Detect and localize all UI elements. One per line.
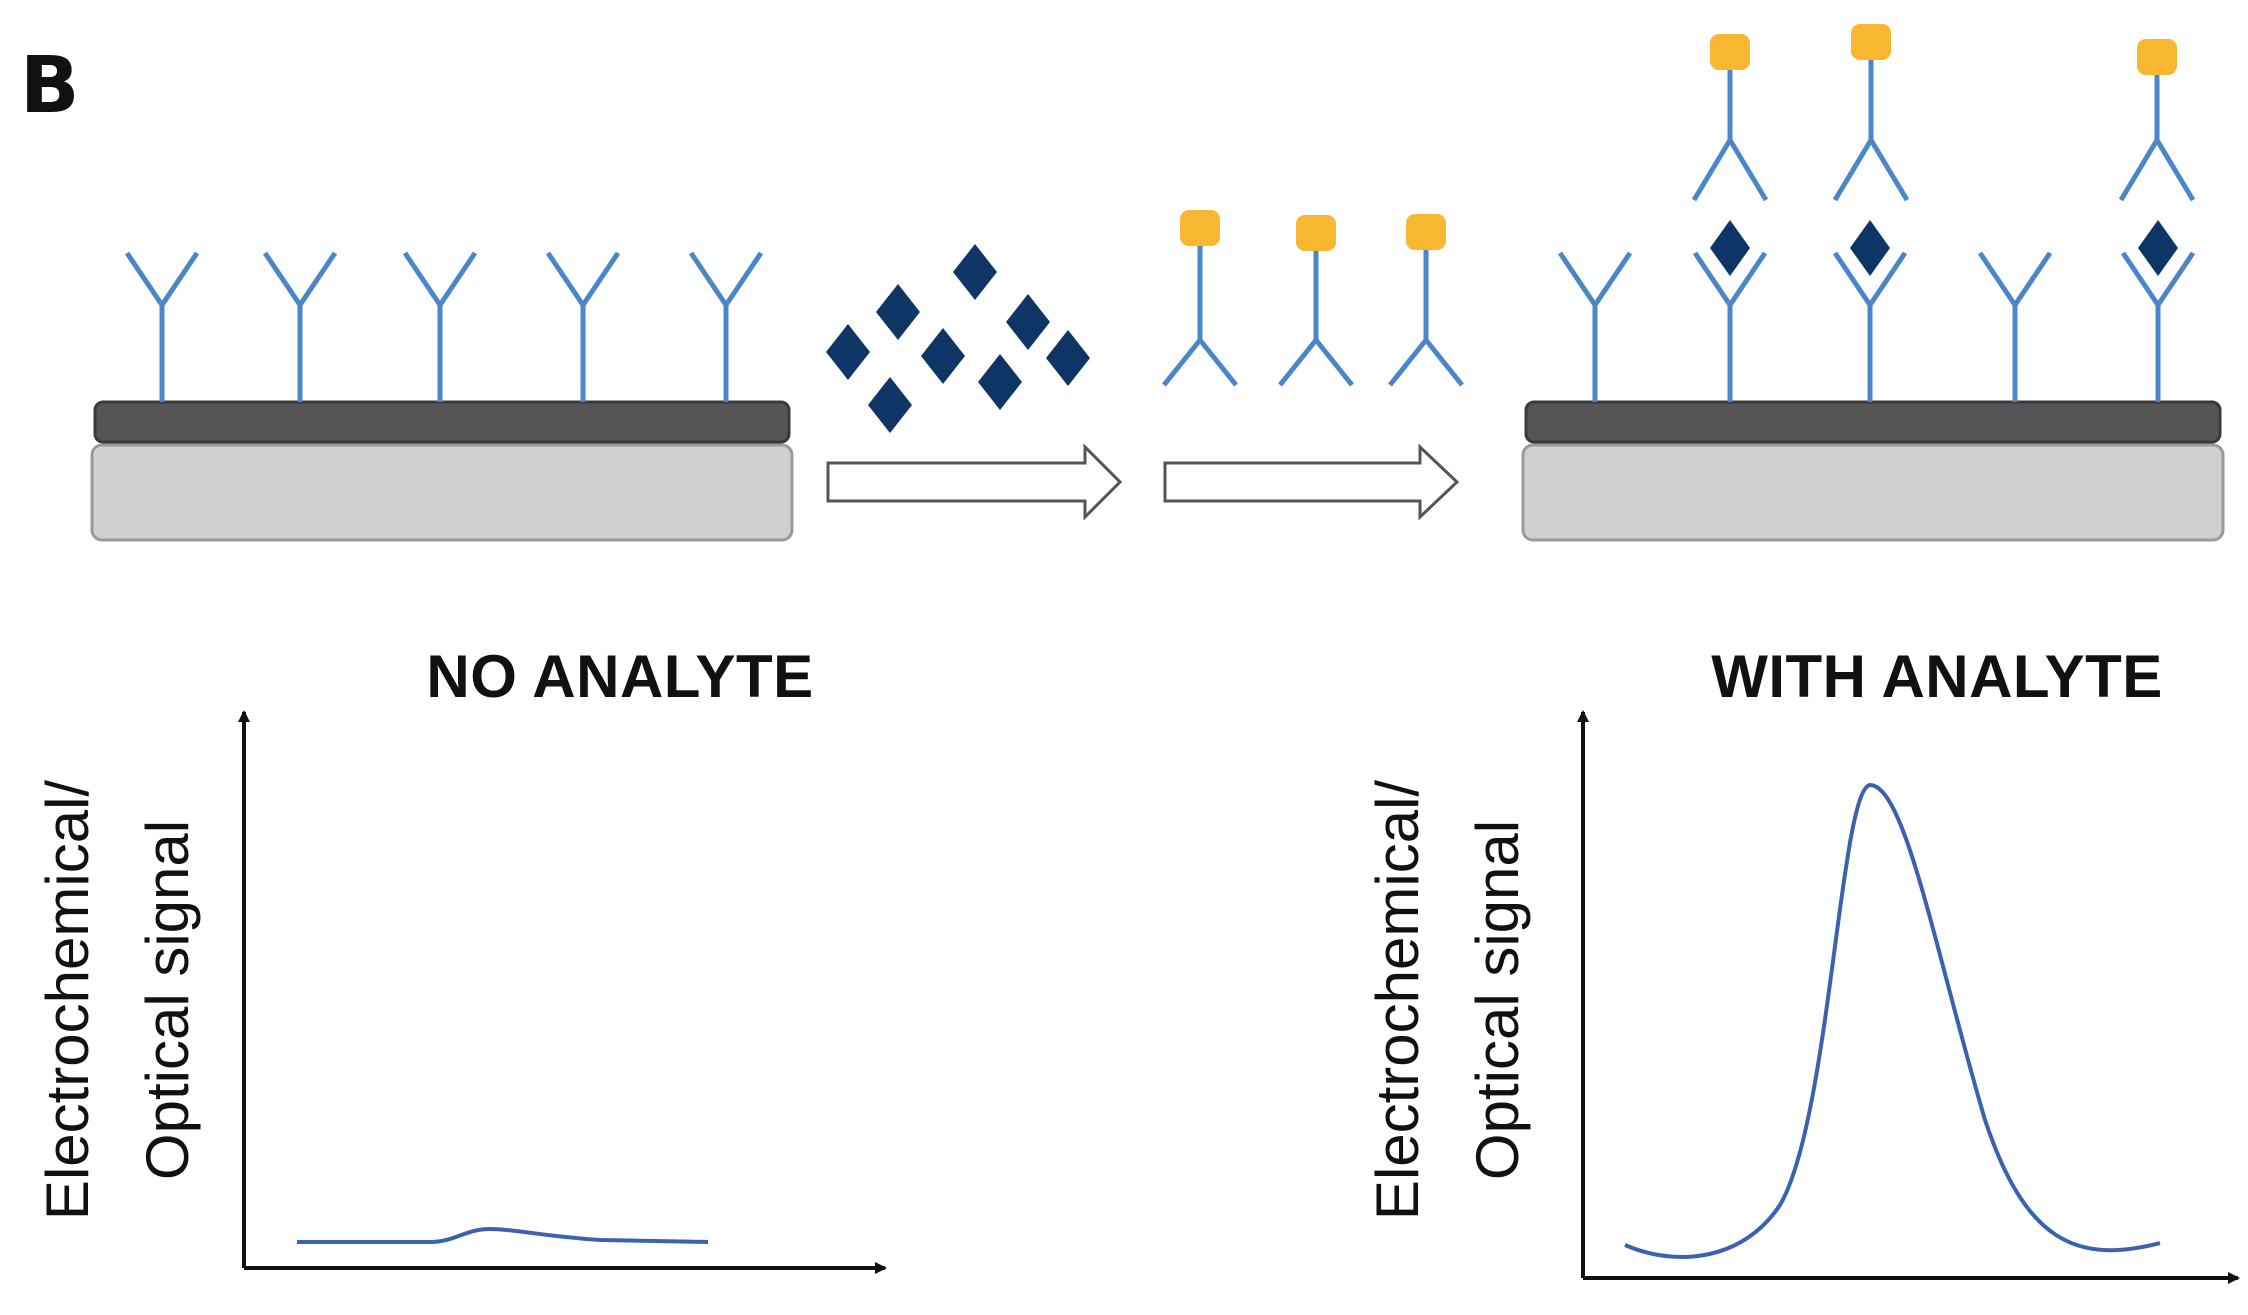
detection-antibody-icon (1278, 215, 1354, 387)
analyte-diamond-icon (978, 354, 1022, 410)
process-arrow-1 (826, 443, 1123, 521)
left-substrate-electrode (93, 400, 791, 444)
label-tag-icon (2137, 39, 2177, 75)
capture-antibody-icon (688, 251, 764, 402)
capture-antibody-icon (124, 251, 200, 402)
right-substrate-electrode (1524, 400, 2222, 444)
signal-curve-no-analyte (297, 1226, 709, 1244)
label-tag-icon (1406, 214, 1446, 250)
right-sensor-surface (1521, 24, 2225, 542)
analyte-diamond-icon (953, 244, 997, 300)
analyte-molecules (826, 244, 1090, 433)
graph-title-no-analyte: NO ANALYTE (426, 643, 813, 710)
graph-with-analyte: WITH ANALYTE Electrochemical/ Optical si… (1364, 643, 2240, 1284)
capture-antibody-icon (1977, 251, 2053, 402)
panel-letter: B (20, 41, 79, 131)
label-tag-icon (1710, 34, 1750, 70)
left-capture-antibodies (124, 251, 764, 402)
capture-antibody-icon (1692, 251, 1768, 402)
graph-no-analyte: NO ANALYTE Electrochemical/ Optical sign… (34, 643, 887, 1274)
capture-antibody-icon (1557, 251, 1633, 402)
detection-antibody-icon (1388, 214, 1464, 387)
detection-antibody-icon (1162, 210, 1238, 387)
graph-ylabel-line1-no-analyte: Electrochemical/ (34, 780, 101, 1220)
right-substrate-base (1521, 443, 2225, 542)
capture-antibody-icon (545, 251, 621, 402)
analyte-diamond-icon (1046, 330, 1090, 386)
label-tag-icon (1851, 24, 1891, 60)
detection-antibody-icon (2118, 39, 2196, 202)
label-tag-icon (1180, 210, 1220, 246)
capture-antibody-icon (402, 251, 478, 402)
graph-ylabel-line2-with-analyte: Optical signal (1464, 820, 1531, 1180)
left-sensor-surface (90, 251, 794, 542)
capture-antibody-icon (262, 251, 338, 402)
left-substrate-base (90, 443, 794, 542)
analyte-diamond-icon (1006, 294, 1050, 350)
analyte-diamond-icon (876, 284, 920, 340)
analyte-diamond-icon (1850, 220, 1890, 276)
capture-antibody-icon (2120, 251, 2196, 402)
label-tag-icon (1296, 215, 1336, 251)
graph-ylabel-line2-no-analyte: Optical signal (134, 820, 201, 1180)
analyte-diamond-icon (826, 324, 870, 380)
detection-antibody-icon (1832, 24, 1910, 202)
graph-title-with-analyte: WITH ANALYTE (1711, 643, 2163, 710)
graph-ylabel-line1-with-analyte: Electrochemical/ (1364, 780, 1431, 1220)
detection-antibody-icon (1691, 34, 1769, 202)
process-arrow-2 (1163, 443, 1460, 521)
analyte-diamond-icon (921, 328, 965, 384)
right-sandwich-complexes (1557, 24, 2196, 402)
signal-curve-with-analyte (1624, 782, 2161, 1259)
capture-antibody-icon (1832, 251, 1908, 402)
labeled-detection-antibodies (1162, 210, 1464, 387)
analyte-diamond-icon (868, 377, 912, 433)
analyte-diamond-icon (1710, 220, 1750, 276)
analyte-diamond-icon (2138, 220, 2178, 276)
